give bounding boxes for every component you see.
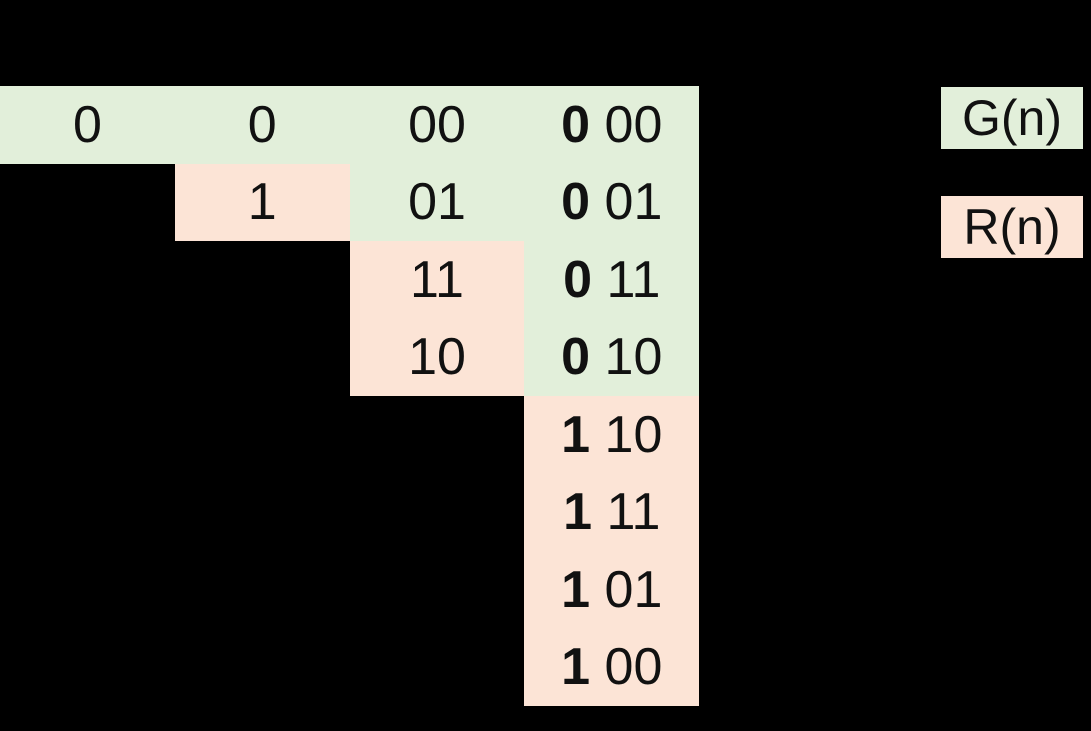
code-cell-010: 0 10 [524,318,700,396]
code-cell-01: 01 [349,163,525,241]
code-digits: 0 [72,95,102,154]
msb-digit: 1 [561,560,591,619]
code-cell-0: 0 [0,86,175,164]
code-digits: 11 [410,250,464,309]
legend-rn-box: R(n) [941,196,1083,258]
code-cell-110: 1 10 [524,396,700,474]
code-cell-0: 0 [174,86,350,164]
code-cell-00: 00 [349,86,525,164]
code-cell-000: 0 00 [524,86,700,164]
msb-digit: 0 [563,250,593,309]
code-digits: 10 [590,405,663,464]
legend-rn-label: R(n) [963,199,1061,255]
code-cell-100: 1 00 [524,628,700,706]
code-digits: 01 [590,173,663,232]
code-cell-101: 1 01 [524,551,700,629]
code-cell-011: 0 11 [524,241,700,319]
legend-gn-label: G(n) [962,90,1062,146]
code-digits: 11 [592,250,661,309]
msb-digit: 0 [561,173,591,232]
code-digits: 0 [247,95,277,154]
msb-digit: 1 [561,638,591,697]
code-cell-1: 1 [174,163,350,241]
msb-digit: 1 [561,405,591,464]
msb-digit: 0 [561,328,591,387]
code-digits: 10 [590,328,663,387]
code-digits: 01 [590,560,663,619]
code-digits: 11 [592,483,661,542]
code-digits: 00 [590,95,663,154]
code-cell-111: 1 11 [524,473,700,551]
code-digits: 00 [408,95,466,154]
legend-gn-box: G(n) [941,87,1083,149]
msb-digit: 0 [561,95,591,154]
code-digits: 10 [408,328,466,387]
code-cell-10: 10 [349,318,525,396]
code-digits: 00 [590,638,663,697]
code-digits: 1 [247,173,277,232]
code-digits: 01 [408,173,466,232]
code-cell-001: 0 01 [524,163,700,241]
code-cell-11: 11 [349,241,525,319]
msb-digit: 1 [563,483,593,542]
